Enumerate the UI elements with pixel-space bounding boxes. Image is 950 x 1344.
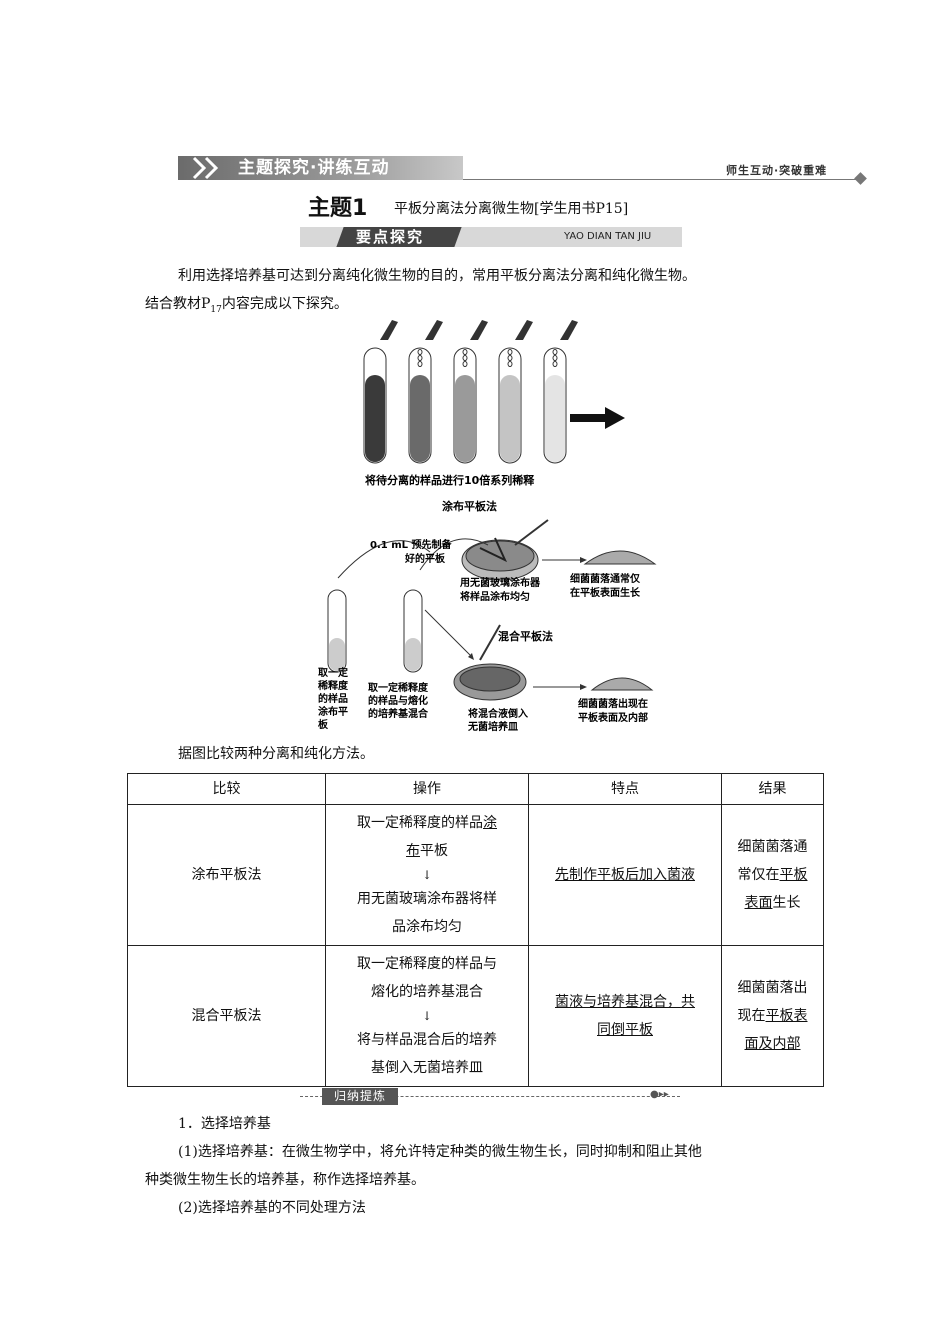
down-arrow-icon: ↓ <box>421 868 433 882</box>
topic-title: 平板分离法分离微生物[学生用书P15] <box>394 201 629 217</box>
drop <box>507 355 513 361</box>
summary-line-3: (2)选择培养基的不同处理方法 <box>178 1200 366 1216</box>
tube-liquid <box>500 375 520 462</box>
pour-line-2: 无菌培养皿 <box>467 720 518 733</box>
spread-curve-arrow <box>419 538 489 571</box>
summary-line-1: (1)选择培养基：在微生物学中，将允许特定种类的微生物生长，同时抑制和阻止其他 <box>178 1144 702 1160</box>
diamond-icon <box>854 172 867 185</box>
drop <box>552 349 558 355</box>
drop <box>507 361 513 367</box>
summary-line-2: 种类微生物生长的培养基，称作选择培养基。 <box>145 1172 425 1188</box>
pour-result-dish <box>590 677 654 691</box>
caption-top: 将待分离的样品进行10倍系列稀释 <box>365 473 535 487</box>
dilution-tubes <box>363 320 578 464</box>
drop <box>417 361 423 367</box>
col-header-compare: 比较 <box>127 773 326 805</box>
section-banner <box>178 156 463 180</box>
double-chevron-icon <box>192 156 219 180</box>
tube1-line-3: 的样品 <box>318 692 348 705</box>
spreader-line-1: 用无菌玻璃涂布器 <box>459 576 541 589</box>
operation-spread: 取一定稀释度的样品涂 布平板 ↓ 用无菌玻璃涂布器将样 品涂布均匀 <box>325 804 529 946</box>
drop <box>417 349 423 355</box>
method-spread: 涂布平板法 <box>127 804 326 946</box>
tube-liquid <box>545 375 565 462</box>
drop <box>462 361 468 367</box>
pipette-tip <box>560 320 578 340</box>
table-header-row: 比较 操作 特点 结果 <box>127 773 824 805</box>
volume-line-1: 0.1 mL 预先制备 <box>370 538 452 551</box>
table-row: 混合平板法 取一定稀释度的样品与 熔化的培养基混合 ↓ 将与样品混合后的培养 基… <box>127 945 824 1087</box>
glass-spreader <box>479 537 508 563</box>
key-points-title: 要点探究 <box>356 228 425 246</box>
table-row: 涂布平板法 取一定稀释度的样品涂 布平板 ↓ 用无菌玻璃涂布器将样 品涂布均匀 … <box>127 804 824 946</box>
banner-title: 主题探究·讲练互动 <box>238 158 390 178</box>
drop <box>462 349 468 355</box>
big-right-arrow <box>570 407 625 429</box>
feature-pour: 菌液与培养基混合，共 同倒平板 <box>528 945 722 1087</box>
key-points-pinyin: YAO DIAN TAN JIU <box>564 231 652 242</box>
pipette-tip <box>425 320 443 340</box>
pour-method-label: 混合平板法 <box>498 629 553 643</box>
result-spread: 细菌菌落通 常仅在平板 表面生长 <box>721 804 824 946</box>
col-header-feature: 特点 <box>528 773 722 805</box>
drop <box>462 355 468 361</box>
spread-result-2: 在平板表面生长 <box>570 586 641 599</box>
spread-method-label: 涂布平板法 <box>442 499 497 513</box>
intro-line-2: 结合教材P17内容完成以下探究。 <box>145 296 348 315</box>
down-arrow-icon: ↓ <box>421 1009 433 1023</box>
pipette <box>514 519 549 546</box>
dilution-figure: 将待分离的样品进行10倍系列稀释 涂布平板法 0.1 mL 预先制备 好的平板 … <box>318 320 657 733</box>
pipette-tip <box>470 320 488 340</box>
drop <box>417 355 423 361</box>
intro-line-1: 利用选择培养基可达到分离纯化微生物的目的，常用平板分离法分离和纯化微生物。 <box>178 268 696 284</box>
pipette-tip <box>515 320 533 340</box>
pour-arrow <box>424 609 471 656</box>
topic-number: 主题1 <box>308 196 368 221</box>
spreader-line-2: 将样品涂布均匀 <box>460 590 530 603</box>
tube2-line-2: 的样品与熔化 <box>368 694 428 707</box>
operation-pour: 取一定稀释度的样品与 熔化的培养基混合 ↓ 将与样品混合后的培养 基倒入无菌培养… <box>325 945 529 1087</box>
banner-rule <box>463 179 859 180</box>
col-header-result: 结果 <box>721 773 824 805</box>
tube1-line-4: 涂布平 <box>318 705 348 718</box>
summary-tag: 归纳提炼 <box>322 1088 398 1105</box>
pour-tube <box>479 624 501 661</box>
spread-plate-agar <box>465 540 535 572</box>
tube-curve-arrow <box>337 540 431 579</box>
tube2-line-3: 的培养基混合 <box>368 707 429 720</box>
tube1-line-2: 稀释度 <box>318 679 349 692</box>
drop <box>552 361 558 367</box>
compare-intro: 据图比较两种分离和纯化方法。 <box>178 746 374 762</box>
drop <box>552 355 558 361</box>
method-pour: 混合平板法 <box>127 945 326 1087</box>
drop <box>507 349 513 355</box>
feature-spread: 先制作平板后加入菌液 <box>528 804 722 946</box>
banner-right-label: 师生互动·突破重难 <box>726 164 828 177</box>
comparison-table: 比较 操作 特点 结果 涂布平板法 取一定稀释度的样品涂 布平板 ↓ 用无菌玻璃… <box>127 773 824 1087</box>
summary-rule <box>300 1096 680 1098</box>
tube-liquid <box>455 375 475 462</box>
volume-line-2: 好的平板 <box>404 552 446 565</box>
tube-liquid <box>410 375 430 462</box>
col-header-operation: 操作 <box>325 773 529 805</box>
pour-result-2: 平板表面及内部 <box>578 711 648 724</box>
result-pour: 细菌菌落出 现在平板表 面及内部 <box>721 945 824 1087</box>
spread-result-dish <box>583 550 657 565</box>
tube1-line-5: 板 <box>318 718 329 731</box>
pour-line-1: 将混合液倒入 <box>468 707 528 720</box>
summary-heading: 1．选择培养基 <box>178 1116 271 1132</box>
summary-arrow-icon: ●▸▸ <box>650 1089 669 1100</box>
tube2-line-1: 取一定稀释度 <box>368 681 429 694</box>
pour-result-1: 细菌菌落出现在 <box>578 697 648 710</box>
tube1-line-1: 取一定 <box>318 666 348 679</box>
tube-liquid <box>365 375 385 462</box>
spread-result-1: 细菌菌落通常仅 <box>570 572 641 585</box>
pipette-tip <box>380 320 398 340</box>
